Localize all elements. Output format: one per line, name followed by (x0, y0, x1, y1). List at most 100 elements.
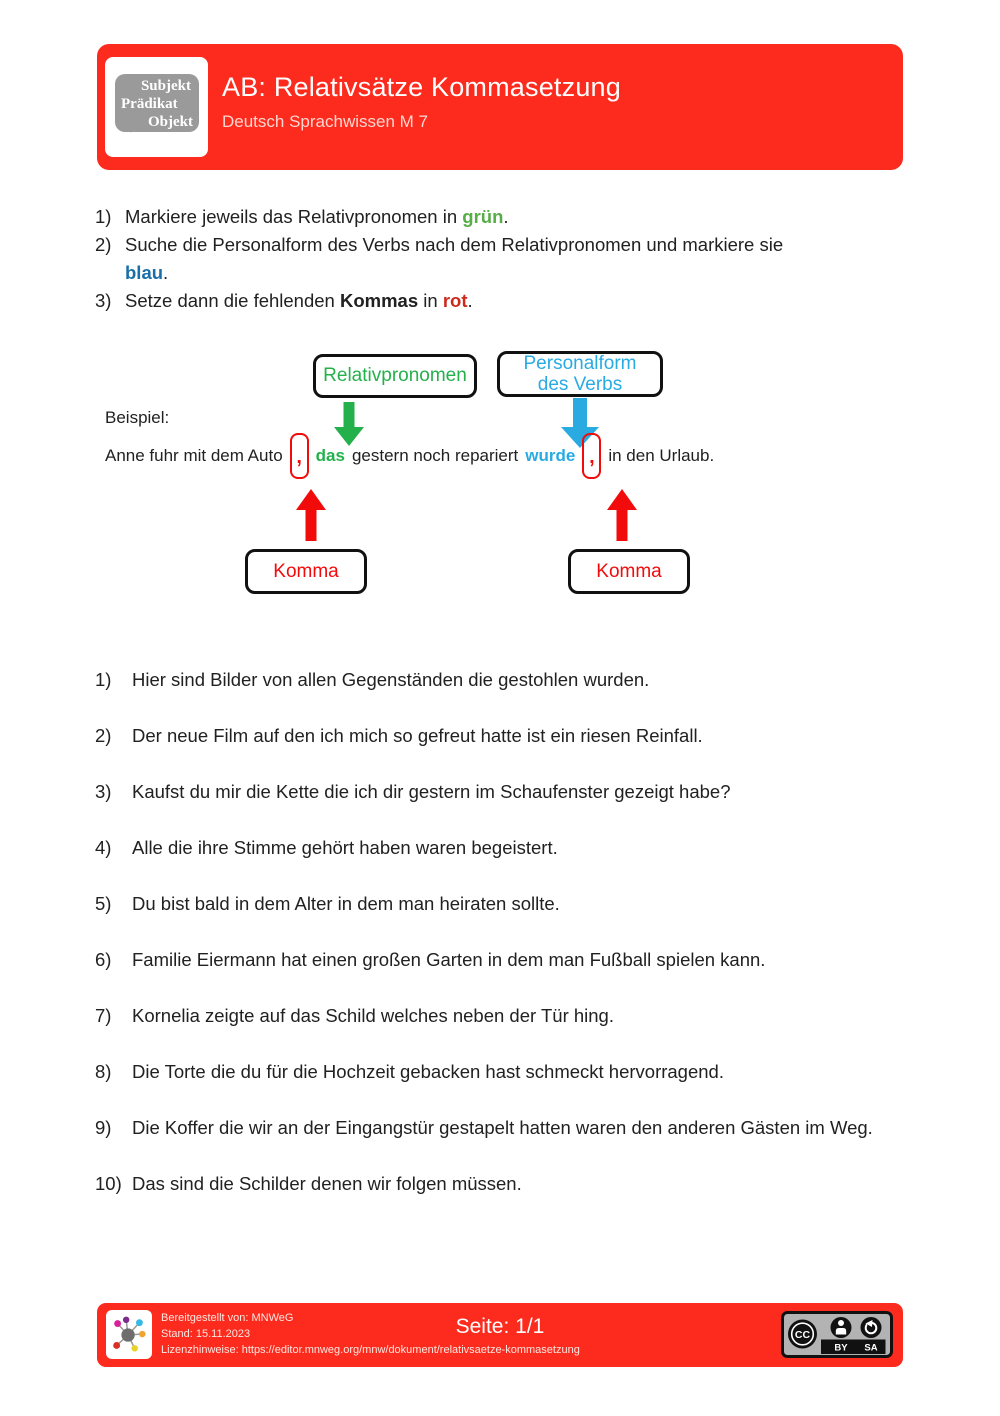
instruction-item-2: 2) Suche die Personalform des Verbs nach… (95, 231, 907, 287)
sentence-item-6: 6) Familie Eiermann hat einen großen Gar… (95, 946, 911, 974)
beispiel-label: Beispiel: (105, 408, 170, 427)
instructions-list: 1) Markiere jeweils das Relativpronomen … (95, 203, 907, 315)
sentence-text: Kaufst du mir die Kette die ich dir gest… (132, 781, 731, 802)
personalform-box-label-line2: des Verbs (537, 374, 623, 395)
sentence-item-8: 8) Die Torte die du für die Hochzeit geb… (95, 1058, 911, 1086)
sentence-text: Hier sind Bilder von allen Gegenständen … (132, 669, 650, 690)
instruction-segment: . (467, 290, 473, 311)
example-sentence: Anne fuhr mit dem Auto , das gestern noc… (105, 433, 714, 479)
comma-highlight-box-1: , (289, 433, 309, 479)
sentence-number: 9) (95, 1117, 112, 1138)
sentence-number: 6) (95, 949, 112, 970)
sentence-number: 3) (95, 781, 112, 802)
verb-personalform-word: wurde (525, 446, 576, 465)
mnweg-network-icon (113, 1316, 146, 1352)
comma-glyph: , (296, 446, 302, 468)
komma-label: Komma (596, 560, 662, 582)
page-indicator: Seite: 1/1 (455, 1315, 545, 1338)
sentence-text: Kornelia zeigte auf das Schild welches n… (132, 1005, 614, 1026)
sentence-text: Du bist bald in dem Alter in dem man hei… (132, 893, 560, 914)
color-word-blau: blau (125, 262, 164, 283)
personalform-box-label-line1: Personalform (523, 353, 637, 374)
komma-label-box-1: Komma (245, 549, 367, 594)
license-note-line: Lizenzhinweise: https://editor.mnweg.org… (161, 1344, 580, 1356)
relativpronomen-box: Relativpronomen (313, 354, 477, 398)
sentence-item-10: 10) Das sind die Schilder denen wir folg… (95, 1170, 911, 1198)
speech-bubble-tail-icon (125, 114, 138, 133)
instruction-segment: . (503, 206, 509, 227)
sentence-number: 10) (95, 1173, 122, 1194)
sentence-item-9: 9) Die Koffer die wir an der Eingangstür… (95, 1114, 911, 1142)
sentence-text: Familie Eiermann hat einen großen Garten… (132, 949, 766, 970)
header-banner: Subjekt Prädikat Objekt AB: Relativsätze… (97, 44, 903, 170)
color-word-rot: rot (442, 290, 468, 311)
relativpronomen-box-label: Relativpronomen (323, 365, 467, 386)
instruction-segment: Markiere jeweils das Relativpronomen in (125, 206, 463, 227)
relative-pronoun-word: das (315, 446, 345, 465)
cc-circle-icon: CC (788, 1319, 817, 1349)
sentence-text: Die Torte die du für die Hochzeit geback… (132, 1061, 724, 1082)
instruction-text: Markiere jeweils das Relativpronomen in … (125, 203, 509, 231)
instruction-segment: . (163, 262, 169, 283)
page-subtitle: Deutsch Sprachwissen M 7 (222, 112, 428, 131)
instruction-segment: Setze dann die fehlenden (125, 290, 340, 311)
sentence-number: 2) (95, 725, 112, 746)
sentence-part-post: in den Urlaub. (608, 446, 715, 465)
sentence-text: Die Koffer die wir an der Eingangstür ge… (132, 1117, 873, 1138)
logo-line-objekt: Objekt (148, 114, 193, 130)
header-text: AB: Relativsätze Kommasetzung Deutsch Sp… (222, 72, 621, 132)
sentence-part-pre: Anne fuhr mit dem Auto (105, 446, 283, 465)
page-title: AB: Relativsätze Kommasetzung (222, 72, 621, 102)
instruction-text: Suche die Personalform des Verbs nach de… (125, 231, 788, 287)
footer-meta: Bereitgestellt von: MNWeG Stand: 15.11.2… (161, 1310, 580, 1358)
example-diagram: Relativpronomen Personalform des Verbs B… (95, 344, 907, 614)
red-up-arrow-icon-2 (607, 489, 637, 541)
sentence-item-1: 1) Hier sind Bilder von allen Gegenständ… (95, 666, 911, 694)
sentence-number: 1) (95, 669, 112, 690)
sentence-item-4: 4) Alle die ihre Stimme gehört haben war… (95, 834, 911, 862)
mnweg-logo-card (106, 1310, 152, 1359)
instruction-item-1: 1) Markiere jeweils das Relativpronomen … (95, 203, 907, 231)
komma-label-box-2: Komma (568, 549, 690, 594)
instruction-segment: Suche die Personalform des Verbs nach de… (125, 234, 789, 255)
komma-label: Komma (273, 560, 339, 582)
sentence-number: 8) (95, 1061, 112, 1082)
sentence-number: 5) (95, 893, 112, 914)
sentence-text: Der neue Film auf den ich mich so gefreu… (132, 725, 703, 746)
sentence-item-3: 3) Kaufst du mir die Kette die ich dir g… (95, 778, 911, 806)
blue-down-arrow-icon (561, 398, 599, 448)
instruction-item-3: 3) Setze dann die fehlenden Kommas in ro… (95, 287, 907, 315)
cc-by-sa-badge: CC BY SA (781, 1311, 893, 1358)
comma-glyph: , (589, 446, 595, 468)
sentence-text: Das sind die Schilder denen wir folgen m… (132, 1173, 522, 1194)
instruction-number: 1) (95, 206, 112, 227)
sentence-item-7: 7) Kornelia zeigte auf das Schild welche… (95, 1002, 911, 1030)
instruction-text: Setze dann die fehlenden Kommas in rot. (125, 287, 473, 315)
share-alike-arrow-icon (860, 1317, 882, 1338)
footer-banner: Bereitgestellt von: MNWeG Stand: 15.11.2… (97, 1303, 903, 1367)
instruction-segment: in (418, 290, 443, 311)
sentence-item-2: 2) Der neue Film auf den ich mich so gef… (95, 722, 911, 750)
comma-highlight-box-2: , (582, 433, 602, 479)
red-up-arrow-icon-1 (296, 489, 326, 541)
cc-letters: CC (795, 1329, 811, 1341)
instruction-number: 2) (95, 234, 112, 255)
sentence-text: Alle die ihre Stimme gehört haben waren … (132, 837, 558, 858)
sa-label: SA (864, 1343, 877, 1354)
instruction-number: 3) (95, 290, 112, 311)
attribution-person-icon (830, 1317, 852, 1338)
personalform-box: Personalform des Verbs (497, 351, 663, 397)
logo-card: Subjekt Prädikat Objekt (105, 57, 208, 157)
provided-by-line: Bereitgestellt von: MNWeG (161, 1312, 294, 1324)
logo-line-subjekt: Subjekt (140, 78, 191, 94)
exercise-sentences: 1) Hier sind Bilder von allen Gegenständ… (95, 666, 911, 1226)
bold-word-kommas: Kommas (339, 290, 419, 311)
logo-line-praedikat: Prädikat (121, 96, 178, 112)
stand-date-line: Stand: 15.11.2023 (161, 1328, 251, 1340)
green-down-arrow-icon (334, 402, 364, 446)
sentence-part-middle: gestern noch repariert (351, 446, 519, 465)
by-label: BY (834, 1343, 848, 1354)
sentence-number: 7) (95, 1005, 112, 1026)
sentence-number: 4) (95, 837, 112, 858)
